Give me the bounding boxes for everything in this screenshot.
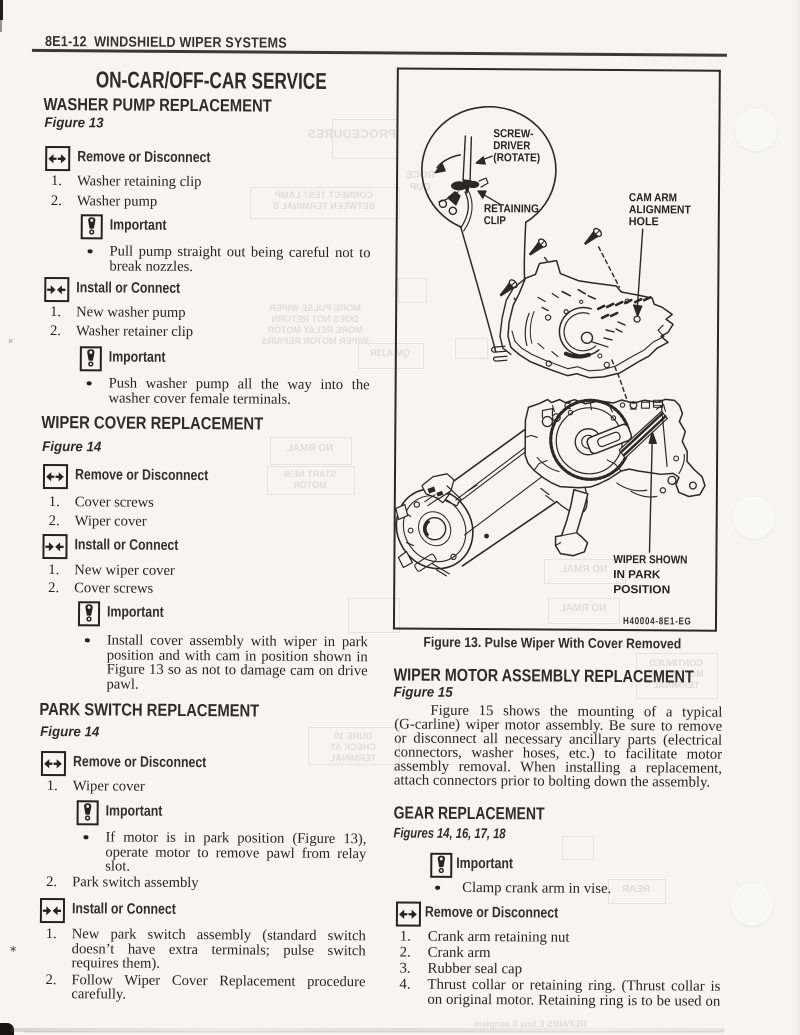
svg-text:ALIGNMENT: ALIGNMENT bbox=[629, 204, 691, 216]
svg-text:(ROTATE): (ROTATE) bbox=[493, 152, 540, 164]
svg-text:SCREW-: SCREW- bbox=[493, 128, 533, 140]
svg-text:WIPER SHOWN: WIPER SHOWN bbox=[613, 553, 687, 566]
svg-text:HOLE: HOLE bbox=[629, 216, 659, 228]
svg-text:POSITION: POSITION bbox=[613, 583, 670, 595]
svg-text:DRIVER: DRIVER bbox=[493, 140, 531, 152]
svg-text:RETAINING: RETAINING bbox=[484, 203, 539, 215]
svg-text:CAM ARM: CAM ARM bbox=[629, 192, 677, 204]
svg-text:IN PARK: IN PARK bbox=[613, 568, 661, 580]
svg-text:CLIP: CLIP bbox=[484, 215, 506, 227]
